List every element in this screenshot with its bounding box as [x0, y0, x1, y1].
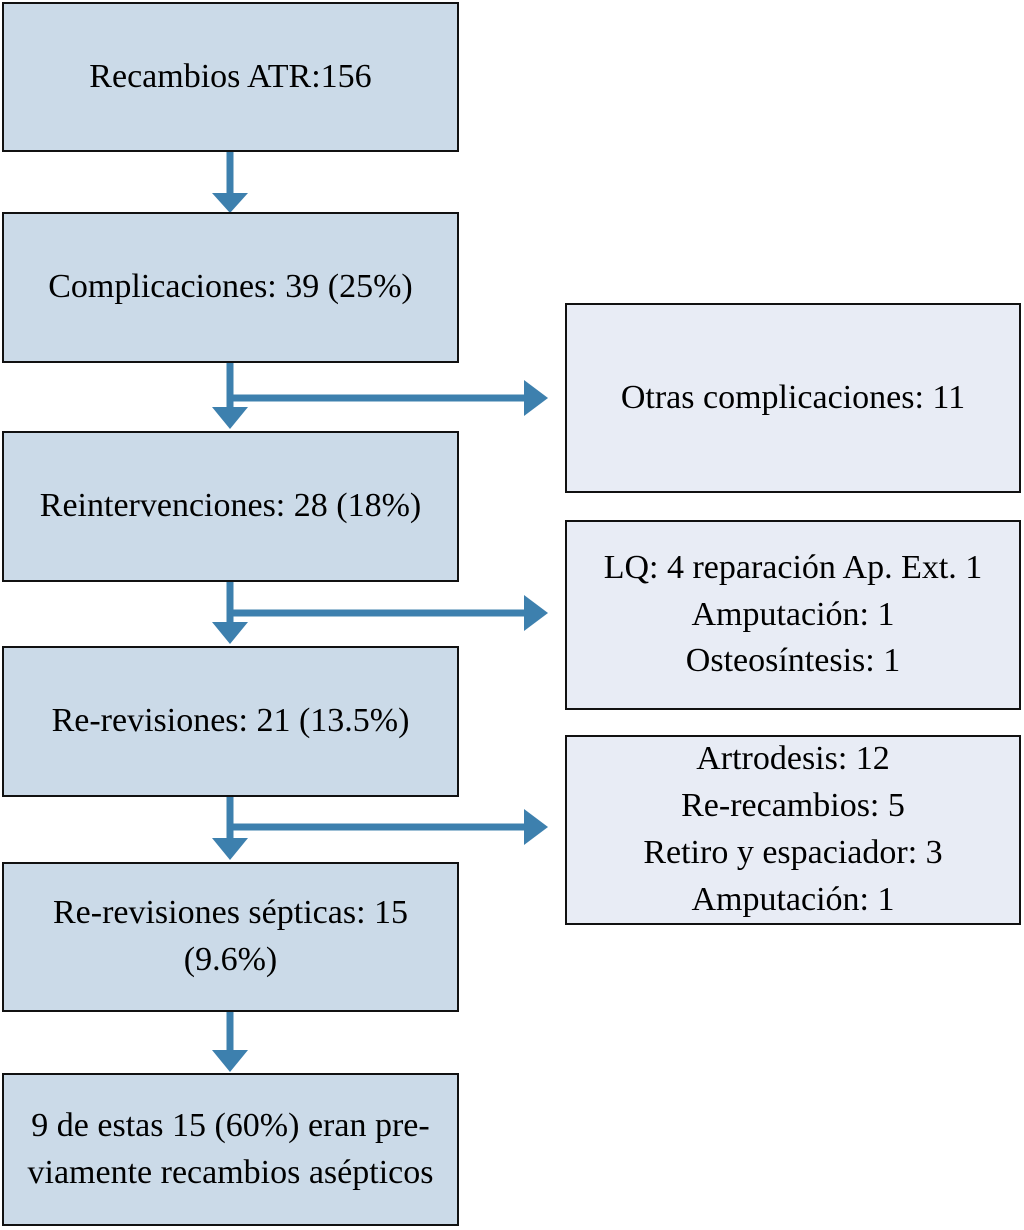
box-text-line: Re-revisiones: 21 (13.5%)	[51, 702, 410, 740]
branch-arrow-1	[227, 380, 548, 416]
box-recambios-atr: Recambios ATR:156	[2, 2, 459, 152]
box-text-line: Retiro y espaciador: 3	[643, 834, 943, 871]
down-arrow-2	[212, 363, 248, 429]
box-text-line: Artrodesis: 12	[696, 740, 890, 778]
box-text-line: Otras complicaciones: 11	[620, 378, 966, 416]
box-text-line: viamente recambios asépticos	[27, 1153, 434, 1191]
box-text-line: Amputación: 1	[691, 880, 895, 918]
box-previos-asepticos: 9 de estas 15 (60%) eran pre- viamente r…	[2, 1073, 459, 1226]
branch-arrow-2	[227, 595, 548, 631]
down-arrow-5	[212, 1012, 248, 1072]
box-reintervenciones: Reintervenciones: 28 (18%)	[2, 431, 459, 582]
down-arrow-3	[212, 582, 248, 644]
down-arrow-4	[212, 797, 248, 860]
box-lq-reparacion: LQ: 4 reparación Ap. Ext. 1 Amputación: …	[565, 520, 1021, 710]
box-re-revisiones-septicas: Re-revisiones sépticas: 15 (9.6%)	[2, 862, 459, 1012]
box-text-line: Osteosíntesis: 1	[685, 642, 901, 680]
box-re-revisiones: Re-revisiones: 21 (13.5%)	[2, 646, 459, 797]
box-text-line: Amputación: 1	[691, 595, 895, 633]
box-text-line: 9 de estas 15 (60%) eran pre-	[31, 1106, 430, 1144]
down-arrow-1	[212, 152, 248, 213]
box-text-line: (9.6%)	[183, 941, 278, 978]
box-text-line: Reintervenciones: 28 (18%)	[39, 487, 422, 525]
box-text-line: Recambios ATR:156	[89, 57, 372, 95]
box-complicaciones: Complicaciones: 39 (25%)	[2, 212, 459, 363]
box-text-line: LQ: 4 reparación Ap. Ext. 1	[603, 548, 983, 586]
branch-arrow-3	[227, 809, 548, 845]
box-text-line: Re-recambios: 5	[681, 787, 905, 825]
box-otras-complicaciones: Otras complicaciones: 11	[565, 303, 1021, 493]
box-artrodesis: Artrodesis: 12 Re-recambios: 5 Retiro y …	[565, 735, 1021, 925]
box-text-line: Re-revisiones sépticas: 15	[52, 894, 409, 932]
box-text-line: Complicaciones: 39 (25%)	[48, 268, 413, 306]
